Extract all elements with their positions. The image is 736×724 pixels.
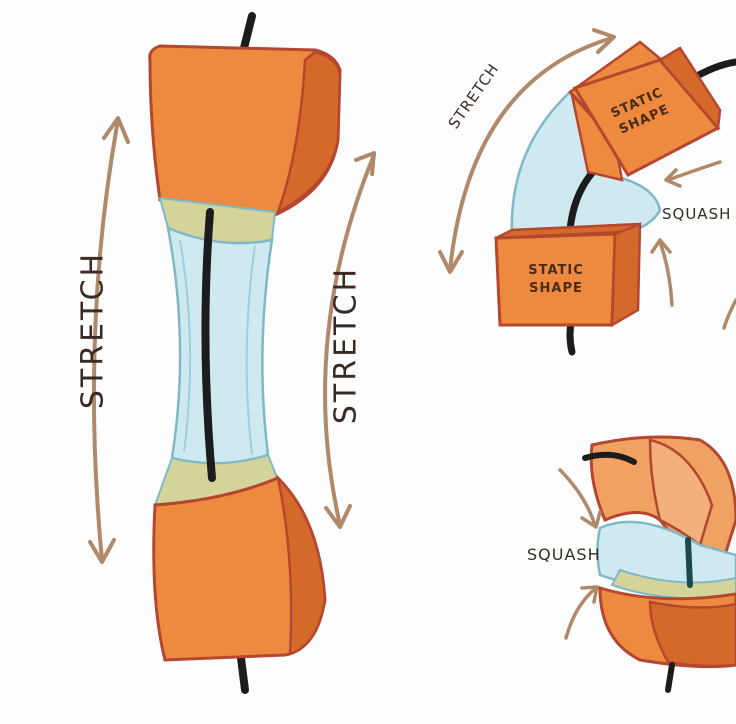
squash-rod-inner [688, 540, 690, 585]
rod-top [244, 16, 252, 48]
edge-arrow-fragment [724, 300, 736, 328]
squash-label-top-right: SQUASH [662, 205, 731, 223]
static-shape-bottom-line2: SHAPE [529, 281, 583, 296]
bottom-static-box-side [612, 224, 640, 325]
static-shape-bottom-line1: STATIC [528, 263, 584, 278]
squash-label-bottom-right: SQUASH [527, 545, 601, 564]
squash-arrow-bottom [566, 588, 596, 638]
squash-arrow-top [560, 470, 595, 525]
right-arrow-head-top [356, 153, 374, 174]
stretch-label-right: STRETCH [329, 266, 364, 424]
static-shape-label-bottom: STATIC SHAPE [500, 262, 612, 298]
stretch-label-left: STRETCH [76, 251, 111, 409]
squash-rod-bottom [668, 665, 672, 690]
